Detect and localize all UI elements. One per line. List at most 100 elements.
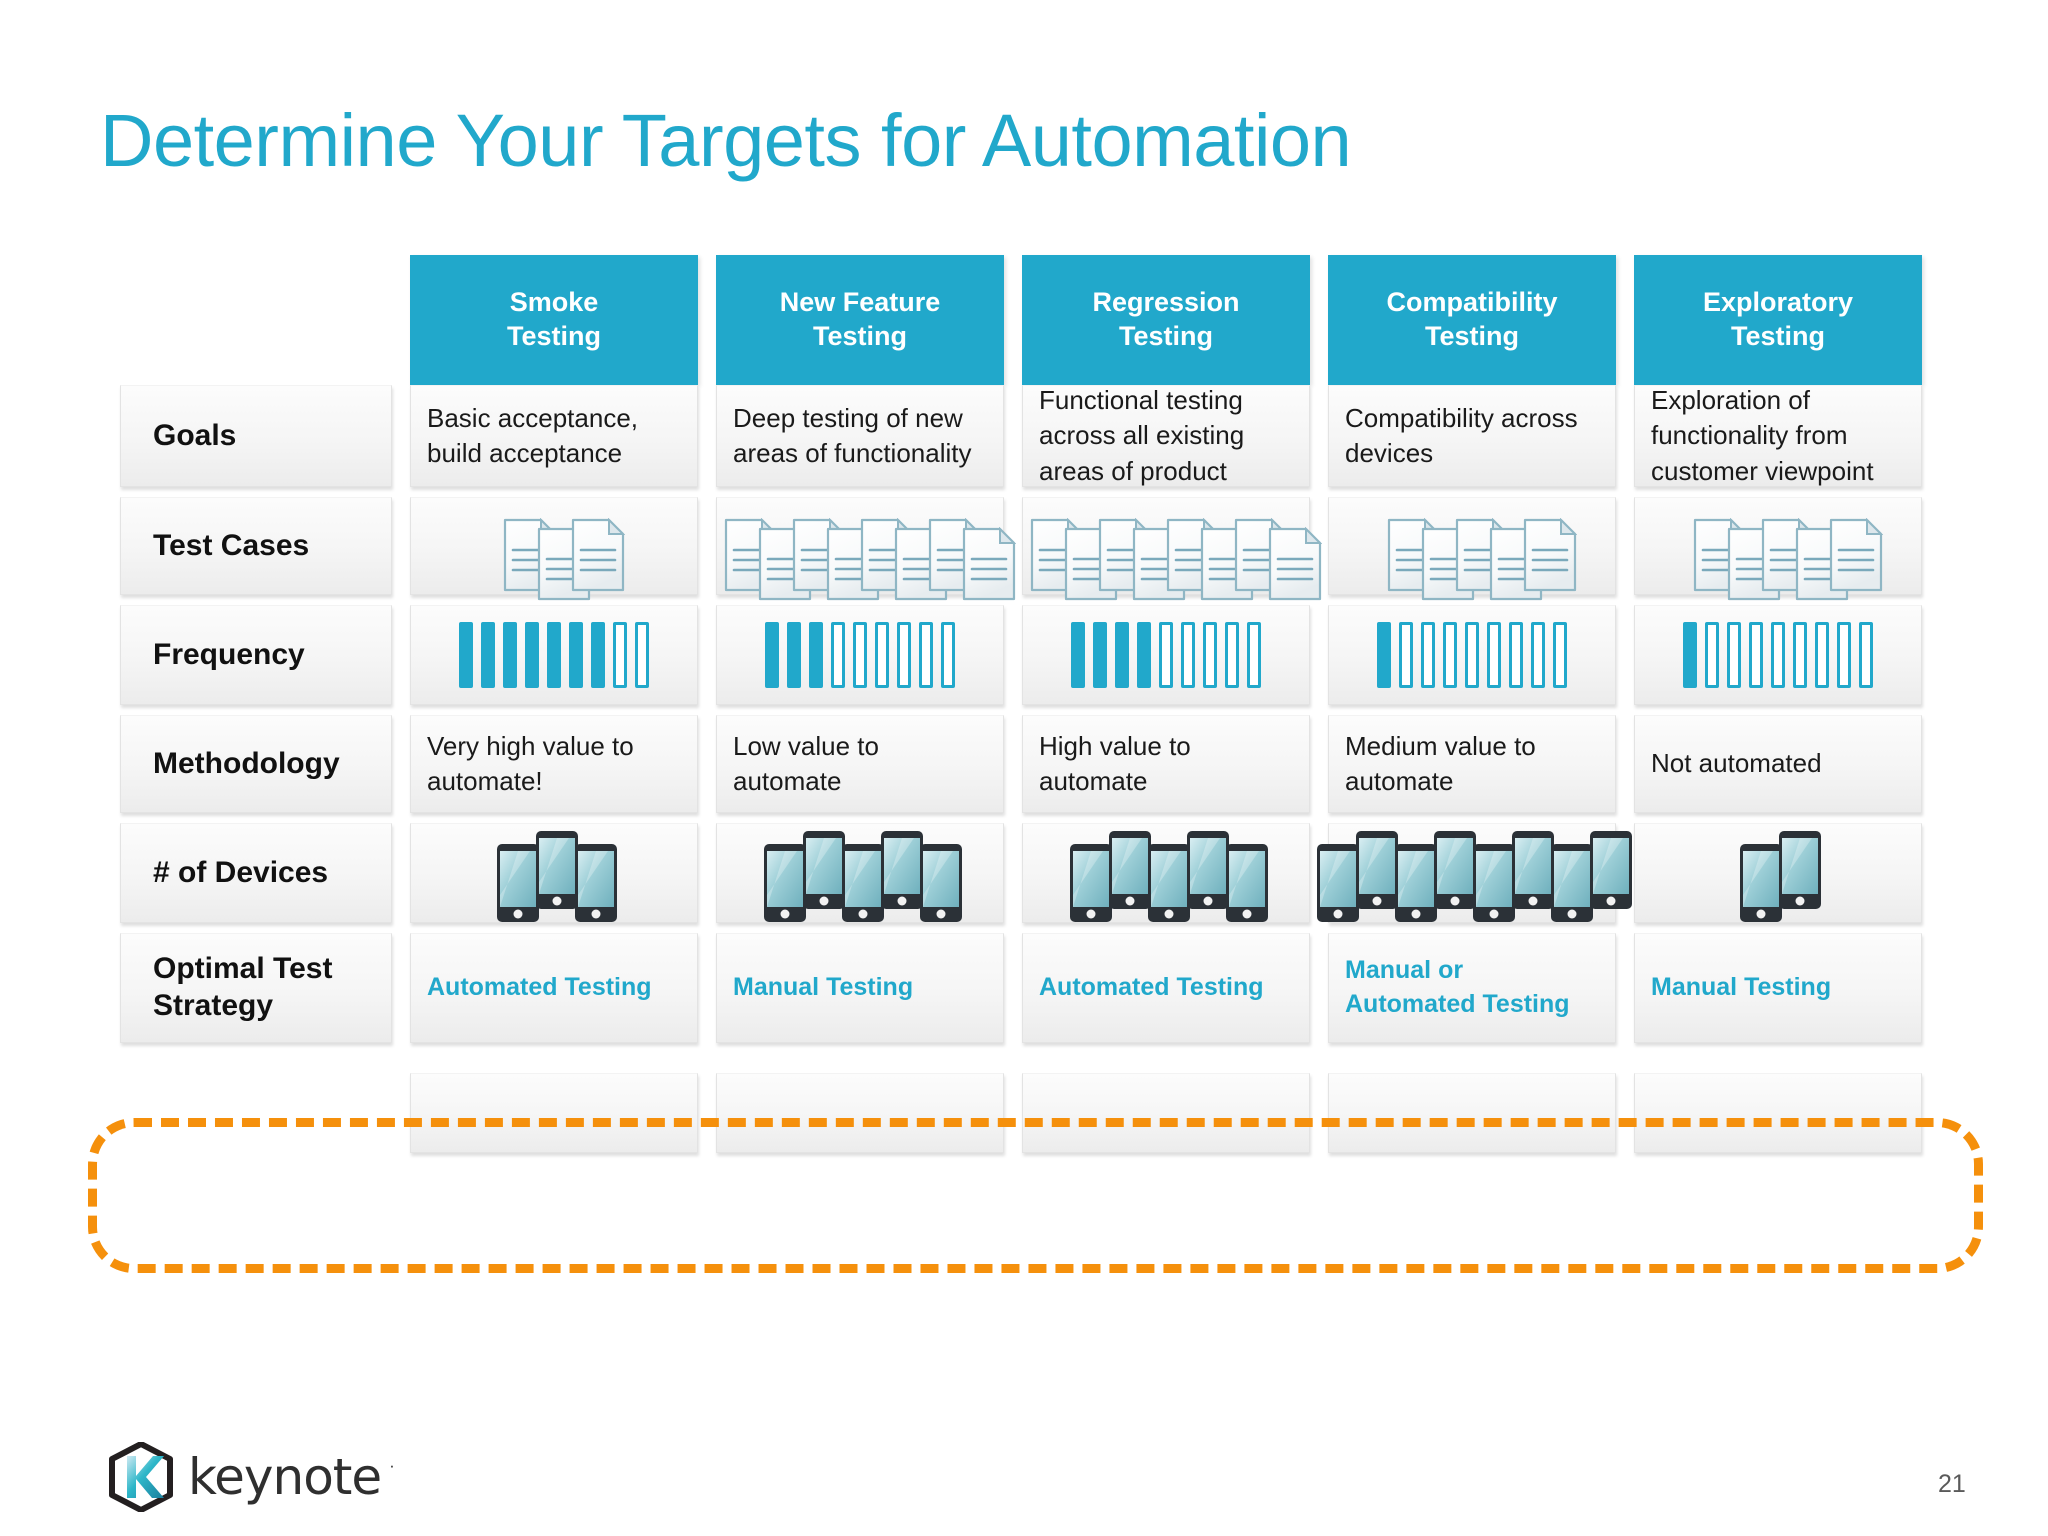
- device-group: [1069, 823, 1268, 923]
- frequency-bar-filled: [459, 622, 473, 688]
- cell-frequency-exploratory: [1634, 605, 1922, 705]
- frequency-bar-filled: [787, 622, 801, 688]
- mobile-device-icon: [1433, 830, 1477, 910]
- registered-mark: ·: [389, 1456, 395, 1475]
- frequency-bar-filled: [1137, 622, 1151, 688]
- cell-frequency-new_feature: [716, 605, 1004, 705]
- frequency-bars: [1683, 622, 1873, 688]
- keynote-logo: keynote ·: [108, 1441, 395, 1513]
- mobile-device-icon: [841, 843, 885, 923]
- column-header-line1: Regression: [1092, 287, 1240, 318]
- cell-goals-compatibility: Compatibility across devices: [1328, 385, 1616, 487]
- frequency-bar-filled: [481, 622, 495, 688]
- frequency-bar-filled: [1115, 622, 1129, 688]
- slide-page-number: 21: [1938, 1470, 1966, 1498]
- row-label-cell-methodology: Methodology: [120, 715, 392, 813]
- frequency-bar-empty: [1181, 622, 1195, 688]
- cell-methodology-regression: High value to automate: [1022, 715, 1310, 813]
- frequency-bars: [1377, 622, 1567, 688]
- frequency-bar-filled: [525, 622, 539, 688]
- row-label-cell-goals: Goals: [120, 385, 392, 487]
- device-group: [1316, 823, 1632, 923]
- frequency-bar-empty: [1487, 622, 1501, 688]
- mobile-device-icon: [1108, 830, 1152, 910]
- cell-text: Compatibility across devices: [1345, 402, 1578, 468]
- mobile-device-icon: [802, 830, 846, 910]
- column-header-line2: Testing: [1119, 321, 1213, 351]
- document-icon: [962, 527, 1016, 601]
- mobile-device-icon: [1550, 843, 1594, 923]
- mobile-device-icon: [1472, 843, 1516, 923]
- frequency-bar-empty: [1159, 622, 1173, 688]
- frequency-bar-filled: [1093, 622, 1107, 688]
- cell-text: Manual Testing: [733, 973, 914, 1002]
- mobile-device-icon: [1147, 843, 1191, 923]
- cell-optimal_test_strategy-exploratory: Manual Testing: [1634, 933, 1922, 1043]
- cell-text: Very high value to automate!: [427, 730, 634, 796]
- frequency-bar-empty: [1859, 622, 1873, 688]
- mobile-device-icon: [535, 830, 579, 910]
- frequency-bar-empty: [853, 622, 867, 688]
- mobile-device-icon: [1355, 830, 1399, 910]
- cell-trailing-compatibility: [1328, 1073, 1616, 1153]
- frequency-bars: [1071, 622, 1261, 688]
- frequency-bar-empty: [1247, 622, 1261, 688]
- matrix-row-trailing: [120, 1073, 1950, 1153]
- frequency-bar-empty: [1443, 622, 1457, 688]
- row-label-test_cases: Test Cases: [153, 528, 310, 562]
- frequency-bar-empty: [1815, 622, 1829, 688]
- cell-methodology-smoke: Very high value to automate!: [410, 715, 698, 813]
- cell-trailing-exploratory: [1634, 1073, 1922, 1153]
- frequency-bar-filled: [591, 622, 605, 688]
- keynote-k-icon: [108, 1441, 174, 1513]
- frequency-bar-empty: [1203, 622, 1217, 688]
- mobile-device-icon: [1511, 830, 1555, 910]
- frequency-bar-empty: [941, 622, 955, 688]
- cell-methodology-exploratory: Not automated: [1634, 715, 1922, 813]
- cell-optimal_test_strategy-regression: Automated Testing: [1022, 933, 1310, 1043]
- row-label-frequency: Frequency: [153, 637, 305, 671]
- cell-trailing-new_feature: [716, 1073, 1004, 1153]
- row-label-goals: Goals: [153, 418, 237, 452]
- cell-goals-new_feature: Deep testing of new areas of functionali…: [716, 385, 1004, 487]
- cell-text: Not automated: [1651, 748, 1822, 779]
- frequency-bar-empty: [1553, 622, 1567, 688]
- column-header-line2: Testing: [507, 321, 601, 351]
- cell-test_cases-regression: [1022, 497, 1322, 601]
- column-header-line1: Smoke: [509, 287, 599, 318]
- mobile-device-icon: [1739, 843, 1783, 923]
- cell-text: Deep testing of new areas of functionali…: [733, 402, 972, 468]
- device-group: [763, 823, 962, 923]
- row-label-cell-test_cases: Test Cases: [120, 497, 392, 595]
- test-case-documents: [1387, 500, 1577, 601]
- cell-text: Exploration of functionality from custom…: [1651, 385, 1874, 486]
- keynote-wordmark: keynote: [188, 1448, 382, 1506]
- page-title: Determine Your Targets for Automation: [100, 99, 1352, 182]
- mobile-device-icon: [919, 843, 963, 923]
- cell-trailing-smoke: [410, 1073, 698, 1153]
- test-case-documents: [1693, 500, 1883, 601]
- cell-goals-smoke: Basic acceptance, build acceptance: [410, 385, 698, 487]
- frequency-bar-empty: [831, 622, 845, 688]
- frequency-bar-empty: [1771, 622, 1785, 688]
- column-header-line1: Exploratory: [1702, 287, 1854, 318]
- mobile-device-icon: [574, 843, 618, 923]
- frequency-bar-filled: [569, 622, 583, 688]
- cell-text: Basic acceptance, build acceptance: [427, 402, 639, 468]
- cell-optimal_test_strategy-smoke: Automated Testing: [410, 933, 698, 1043]
- column-header-line2: Testing: [1731, 321, 1825, 351]
- document-icon: [1523, 518, 1577, 592]
- device-group: [1739, 823, 1821, 923]
- frequency-bar-filled: [1071, 622, 1085, 688]
- frequency-bar-empty: [919, 622, 933, 688]
- mobile-device-icon: [1186, 830, 1230, 910]
- row-label-methodology: Methodology: [153, 746, 340, 780]
- row-label-cell-optimal_test_strategy: Optimal Test Strategy: [120, 933, 392, 1043]
- cell-text: Medium value to automate: [1345, 730, 1536, 796]
- cell-frequency-smoke: [410, 605, 698, 705]
